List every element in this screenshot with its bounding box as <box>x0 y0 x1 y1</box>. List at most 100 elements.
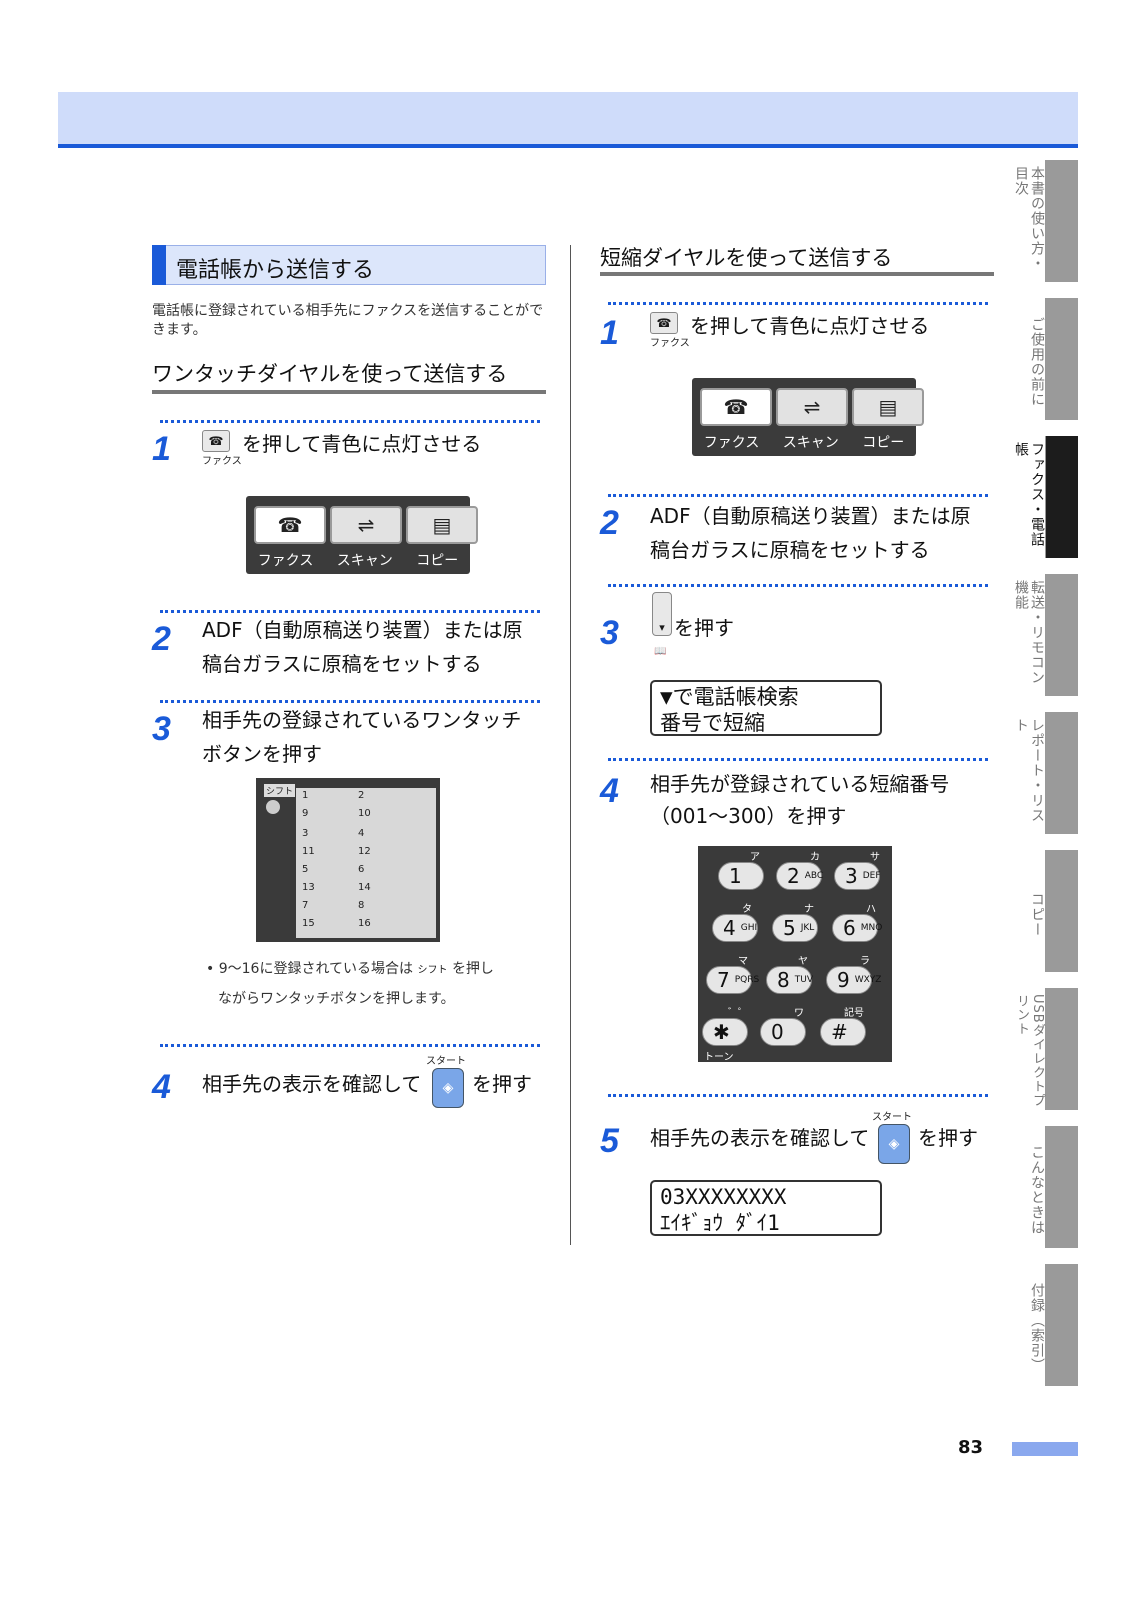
intro-text: 電話帳に登録されている相手先にファクスを送信することができます。 <box>152 303 544 338</box>
step-divider <box>160 1044 540 1047</box>
side-tab-fax[interactable]: ファクス・電話帳 <box>1012 436 1078 558</box>
fax-key-caption: ファクス <box>650 338 690 349</box>
fax-key-caption: ファクス <box>202 456 242 467</box>
side-tab-copy[interactable]: コピー <box>1012 850 1078 972</box>
lcd-line1: ▼で電話帳検索 <box>660 685 799 709</box>
step-divider <box>608 758 988 761</box>
side-tab-report[interactable]: レポート・リスト <box>1012 712 1078 834</box>
step-divider <box>608 494 988 497</box>
copy-mode-button: ▤ <box>406 506 478 544</box>
shift-label: シフト <box>264 784 296 797</box>
step-number: 4 <box>152 1068 171 1106</box>
copy-mode-button: ▤ <box>852 388 924 426</box>
side-tab-usb[interactable]: USBダイレクトプリント <box>1012 988 1078 1110</box>
down-arrow-key-icon: ▾ <box>652 592 672 636</box>
fax-mode-button: ☎ <box>700 388 772 426</box>
lcd-line1: 03XXXXXXXX <box>660 1185 787 1209</box>
shift-button <box>266 800 280 814</box>
key-hash: # <box>820 1018 866 1046</box>
control-panel-image: ☎ ⇌ ▤ ファクス スキャン コピー <box>246 496 478 574</box>
start-button-icon: ◈ <box>432 1068 464 1108</box>
section-heading-box <box>152 245 546 285</box>
step-number: 3 <box>152 710 171 748</box>
control-panel-image: ☎ ⇌ ▤ ファクス スキャン コピー <box>692 378 924 456</box>
panel-label-fax: ファクス <box>257 553 314 569</box>
step-divider <box>608 584 988 587</box>
step-text: を押して青色に点灯させる <box>690 314 930 338</box>
book-icon: 📖 <box>654 646 667 657</box>
onetouch-panel-image: シフト 1 2 9 10 3 4 11 12 5 6 13 14 7 8 15 … <box>256 778 440 942</box>
step-text: を押す <box>674 616 734 640</box>
lcd-display: ▼で電話帳検索 番号で短縮 <box>650 680 882 736</box>
fax-mode-button: ☎ <box>254 506 326 544</box>
section-title: 電話帳から送信する <box>176 258 375 283</box>
step-number: 1 <box>600 314 619 352</box>
subsection-rule <box>152 390 546 394</box>
step-text: 相手先の表示を確認して <box>202 1072 422 1096</box>
section-heading-bar <box>152 245 166 285</box>
step-text: を押して青色に点灯させる <box>242 432 482 456</box>
step-text-end: を押す <box>472 1072 532 1096</box>
panel-label-copy: コピー <box>416 553 459 569</box>
key-1: 1 <box>718 862 764 890</box>
column-divider <box>570 245 571 1245</box>
step-divider <box>160 420 540 423</box>
panel-label-copy: コピー <box>862 435 905 451</box>
shift-icon-caption: シフト <box>417 965 448 976</box>
fax-key-icon: ☎ ファクス <box>650 312 690 349</box>
step-number: 4 <box>600 772 619 810</box>
panel-label-scan: スキャン <box>336 553 393 569</box>
side-tab-before-use[interactable]: ご使用の前に <box>1012 298 1078 420</box>
header-rule <box>58 144 1078 148</box>
step-text-line1: 相手先の登録されているワンタッチ <box>202 708 522 732</box>
key-0: 0 <box>760 1018 806 1046</box>
start-caption: スタート <box>872 1112 912 1123</box>
page-number-bar <box>1012 1442 1078 1456</box>
panel-label-fax: ファクス <box>703 435 760 451</box>
step-divider <box>160 700 540 703</box>
step-text-line2: ボタンを押す <box>202 742 322 766</box>
subsection-title-onetouch: ワンタッチダイヤルを使って送信する <box>152 362 508 386</box>
note: • 9〜16に登録されている場合は シフト を押し <box>206 961 494 977</box>
start-button-icon: ◈ <box>878 1124 910 1164</box>
step-text-line2: 稿台ガラスに原稿をセットする <box>650 538 930 562</box>
note-line2: ながらワンタッチボタンを押します。 <box>218 991 455 1007</box>
step-text-line2: 稿台ガラスに原稿をセットする <box>202 652 482 676</box>
panel-label-scan: スキャン <box>782 435 839 451</box>
scan-mode-button: ⇌ <box>776 388 848 426</box>
side-tab-contents[interactable]: 本書の使い方・目次 <box>1012 160 1078 282</box>
header-band <box>58 92 1078 144</box>
step-text-line1: 相手先が登録されている短縮番号 <box>650 772 950 796</box>
step-text-line2: （001〜300）を押す <box>650 804 847 828</box>
subsection-rule <box>600 272 994 276</box>
tone-label: トーン <box>704 1052 734 1063</box>
side-tab-forward[interactable]: 転送・リモコン機能 <box>1012 574 1078 696</box>
step-number: 5 <box>600 1122 619 1160</box>
lcd-line2: ｴｲｷﾞｮｳ ﾀﾞｲ1 <box>660 1211 780 1235</box>
side-tab-appendix[interactable]: 付録（索引） <box>1012 1264 1078 1386</box>
step-text-line1: ADF（自動原稿送り装置）または原 <box>202 618 523 642</box>
subsection-title-speeddial: 短縮ダイヤルを使って送信する <box>600 246 893 270</box>
page-number: 83 <box>958 1437 984 1458</box>
lcd-line2: 番号で短縮 <box>660 711 765 735</box>
key-star: ✱ <box>702 1018 748 1046</box>
step-text-line1: ADF（自動原稿送り装置）または原 <box>650 504 971 528</box>
step-text-end: を押す <box>918 1126 978 1150</box>
step-divider <box>608 1094 988 1097</box>
start-caption: スタート <box>426 1056 466 1067</box>
step-number: 2 <box>600 504 619 542</box>
step-text: 相手先の表示を確認して <box>650 1126 870 1150</box>
side-tab-trouble[interactable]: こんなときは <box>1012 1126 1078 1248</box>
step-number: 1 <box>152 430 171 468</box>
fax-key-icon: ☎ ファクス <box>202 430 242 467</box>
step-divider <box>160 610 540 613</box>
